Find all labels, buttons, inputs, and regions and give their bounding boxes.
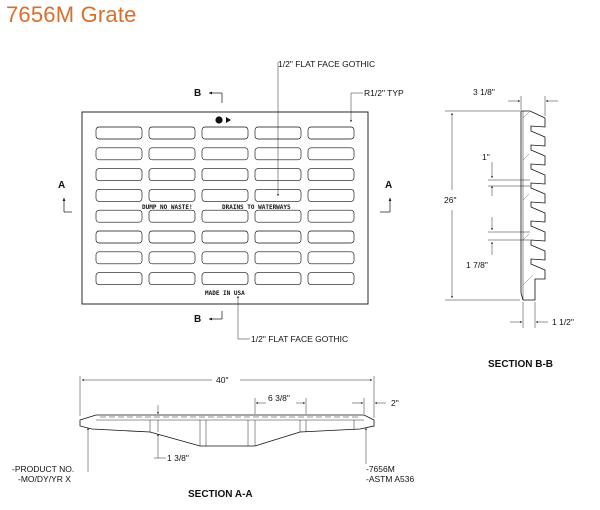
grate-slot xyxy=(95,251,143,265)
grate-slot xyxy=(254,209,302,223)
grate-slot xyxy=(254,230,302,244)
foundry-logo xyxy=(215,116,231,124)
section-b-b-height-dim: 26" xyxy=(444,195,456,205)
grate-outline xyxy=(81,111,369,305)
grate-slot xyxy=(95,147,143,161)
section-a-a-title: SECTION A-A xyxy=(188,489,253,500)
note-product-no: -PRODUCT NO. xyxy=(12,464,74,474)
section-mark-b-top: B xyxy=(194,88,201,99)
section-b-b-profile xyxy=(520,110,546,301)
grate-slot xyxy=(148,272,196,285)
section-a-a-center-dim: 6 3/8" xyxy=(268,393,290,403)
embossed-text-bottom: MADE IN USA xyxy=(205,290,245,297)
note-date-code: -MO/DY/YR X xyxy=(18,474,71,484)
grate-slot xyxy=(201,147,249,161)
section-b-b-spacing-dim: 1" xyxy=(482,152,490,162)
grate-slot xyxy=(307,251,355,265)
section-a-a-end-dim: 2" xyxy=(391,398,399,408)
grate-slot xyxy=(148,209,196,223)
section-b-b-base-dim: 1 1/2" xyxy=(552,317,574,327)
grate-slot xyxy=(307,272,355,285)
label-flat-face-gothic-top: 1/2" FLAT FACE GOTHIC xyxy=(278,59,375,69)
grate-slot xyxy=(307,209,355,223)
section-mark-b-bottom: B xyxy=(194,314,201,325)
grate-slot xyxy=(307,147,355,161)
section-b-b-title: SECTION B-B xyxy=(488,359,553,370)
grate-slot xyxy=(148,230,196,244)
grate-slot xyxy=(95,168,143,181)
grate-slot xyxy=(201,209,249,223)
grate-slot xyxy=(95,189,143,202)
embossed-text-right: DRAINS TO WATERWAYS xyxy=(222,204,291,211)
grate-slot xyxy=(95,209,143,223)
grate-slot xyxy=(201,272,249,285)
grate-slot xyxy=(307,230,355,244)
note-astm-spec: -ASTM A536 xyxy=(366,474,414,484)
grate-slot xyxy=(307,189,355,202)
grate-slot xyxy=(307,168,355,181)
grate-slot xyxy=(201,251,249,265)
grate-slot xyxy=(95,272,143,285)
grate-slot xyxy=(95,126,143,140)
grate-slot xyxy=(254,272,302,285)
section-b-b-gap-dim: 1 7/8" xyxy=(466,260,488,270)
embossed-text-left: DUMP NO WASTE! xyxy=(142,204,193,211)
label-flat-face-gothic-bottom: 1/2" FLAT FACE GOTHIC xyxy=(251,334,348,344)
grate-slot xyxy=(148,147,196,161)
section-mark-a-left: A xyxy=(58,180,65,191)
section-b-b-width-dim: 3 1/8" xyxy=(473,87,495,97)
section-a-a-profile xyxy=(79,414,375,447)
grate-slot xyxy=(201,168,249,181)
grate-slot xyxy=(148,168,196,181)
label-radius-typ: R1/2" TYP xyxy=(364,88,404,98)
grate-slot xyxy=(95,230,143,244)
slot-grid xyxy=(95,126,355,285)
section-a-a: 40" 6 3/8" 2" 1 3/8" -PRODUCT NO. -MO/DY… xyxy=(12,375,414,500)
grate-slot xyxy=(148,126,196,140)
grate-slot xyxy=(201,230,249,244)
plan-view: DUMP NO WASTE! DRAINS TO WATERWAYS MADE … xyxy=(58,59,404,344)
grate-slot xyxy=(254,251,302,265)
section-b-b: 3 1/8" 26" 1" 1 7/8" 1 1/2" xyxy=(444,87,574,370)
grate-slot xyxy=(201,189,249,202)
section-mark-a-right: A xyxy=(385,180,392,191)
grate-slot xyxy=(201,126,249,140)
grate-slot xyxy=(148,189,196,202)
page-title: 7656M Grate xyxy=(6,2,137,27)
grate-slot xyxy=(148,251,196,265)
note-model-number: -7656M xyxy=(366,464,395,474)
section-a-a-length-dim: 40" xyxy=(216,375,228,385)
section-a-a-depth-dim: 1 3/8" xyxy=(167,453,189,463)
grate-slot xyxy=(307,126,355,140)
